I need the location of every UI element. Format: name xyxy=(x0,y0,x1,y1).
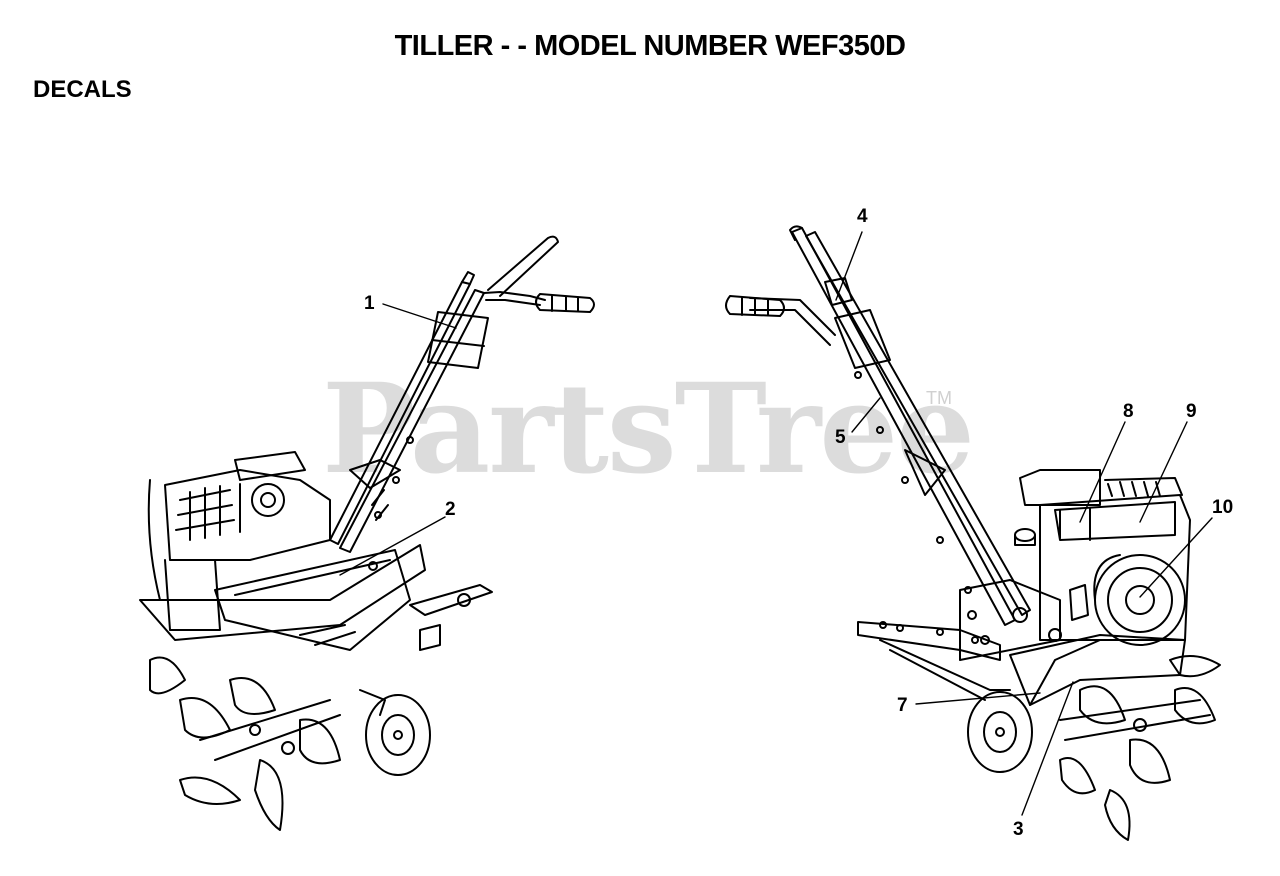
callout-3: 3 xyxy=(1013,819,1024,840)
left-handle-grip xyxy=(535,293,595,313)
callout-1: 1 xyxy=(364,293,375,314)
callout-7: 7 xyxy=(897,695,908,716)
partstree-watermark: PartsTree xyxy=(322,357,975,502)
callout-leader-lines xyxy=(339,231,1213,816)
callout-4: 4 xyxy=(857,206,868,227)
left-handle-decal-band xyxy=(427,311,489,369)
left-tine-shield xyxy=(139,544,426,641)
left-tiller-illustration xyxy=(139,235,595,831)
left-transport-wheel xyxy=(365,694,431,776)
diagram-title: TILLER - - MODEL NUMBER WEF350D xyxy=(394,30,906,62)
right-tiller-illustration xyxy=(725,225,1221,841)
section-heading: DECALS xyxy=(33,76,132,103)
right-handle-grip xyxy=(725,295,785,317)
right-handlebar xyxy=(791,227,1016,626)
right-engine xyxy=(1019,469,1101,506)
callout-2: 2 xyxy=(445,499,456,520)
callout-5: 5 xyxy=(835,427,846,448)
left-tines xyxy=(149,656,186,695)
right-handle-decal-band xyxy=(834,309,891,369)
left-engine xyxy=(164,469,331,561)
callout-8: 8 xyxy=(1123,401,1134,422)
callout-10: 10 xyxy=(1212,497,1234,518)
right-transport-wheel xyxy=(967,691,1033,773)
right-tines xyxy=(1079,685,1126,725)
callout-9: 9 xyxy=(1186,401,1197,422)
trademark-mark: TM xyxy=(926,388,952,408)
